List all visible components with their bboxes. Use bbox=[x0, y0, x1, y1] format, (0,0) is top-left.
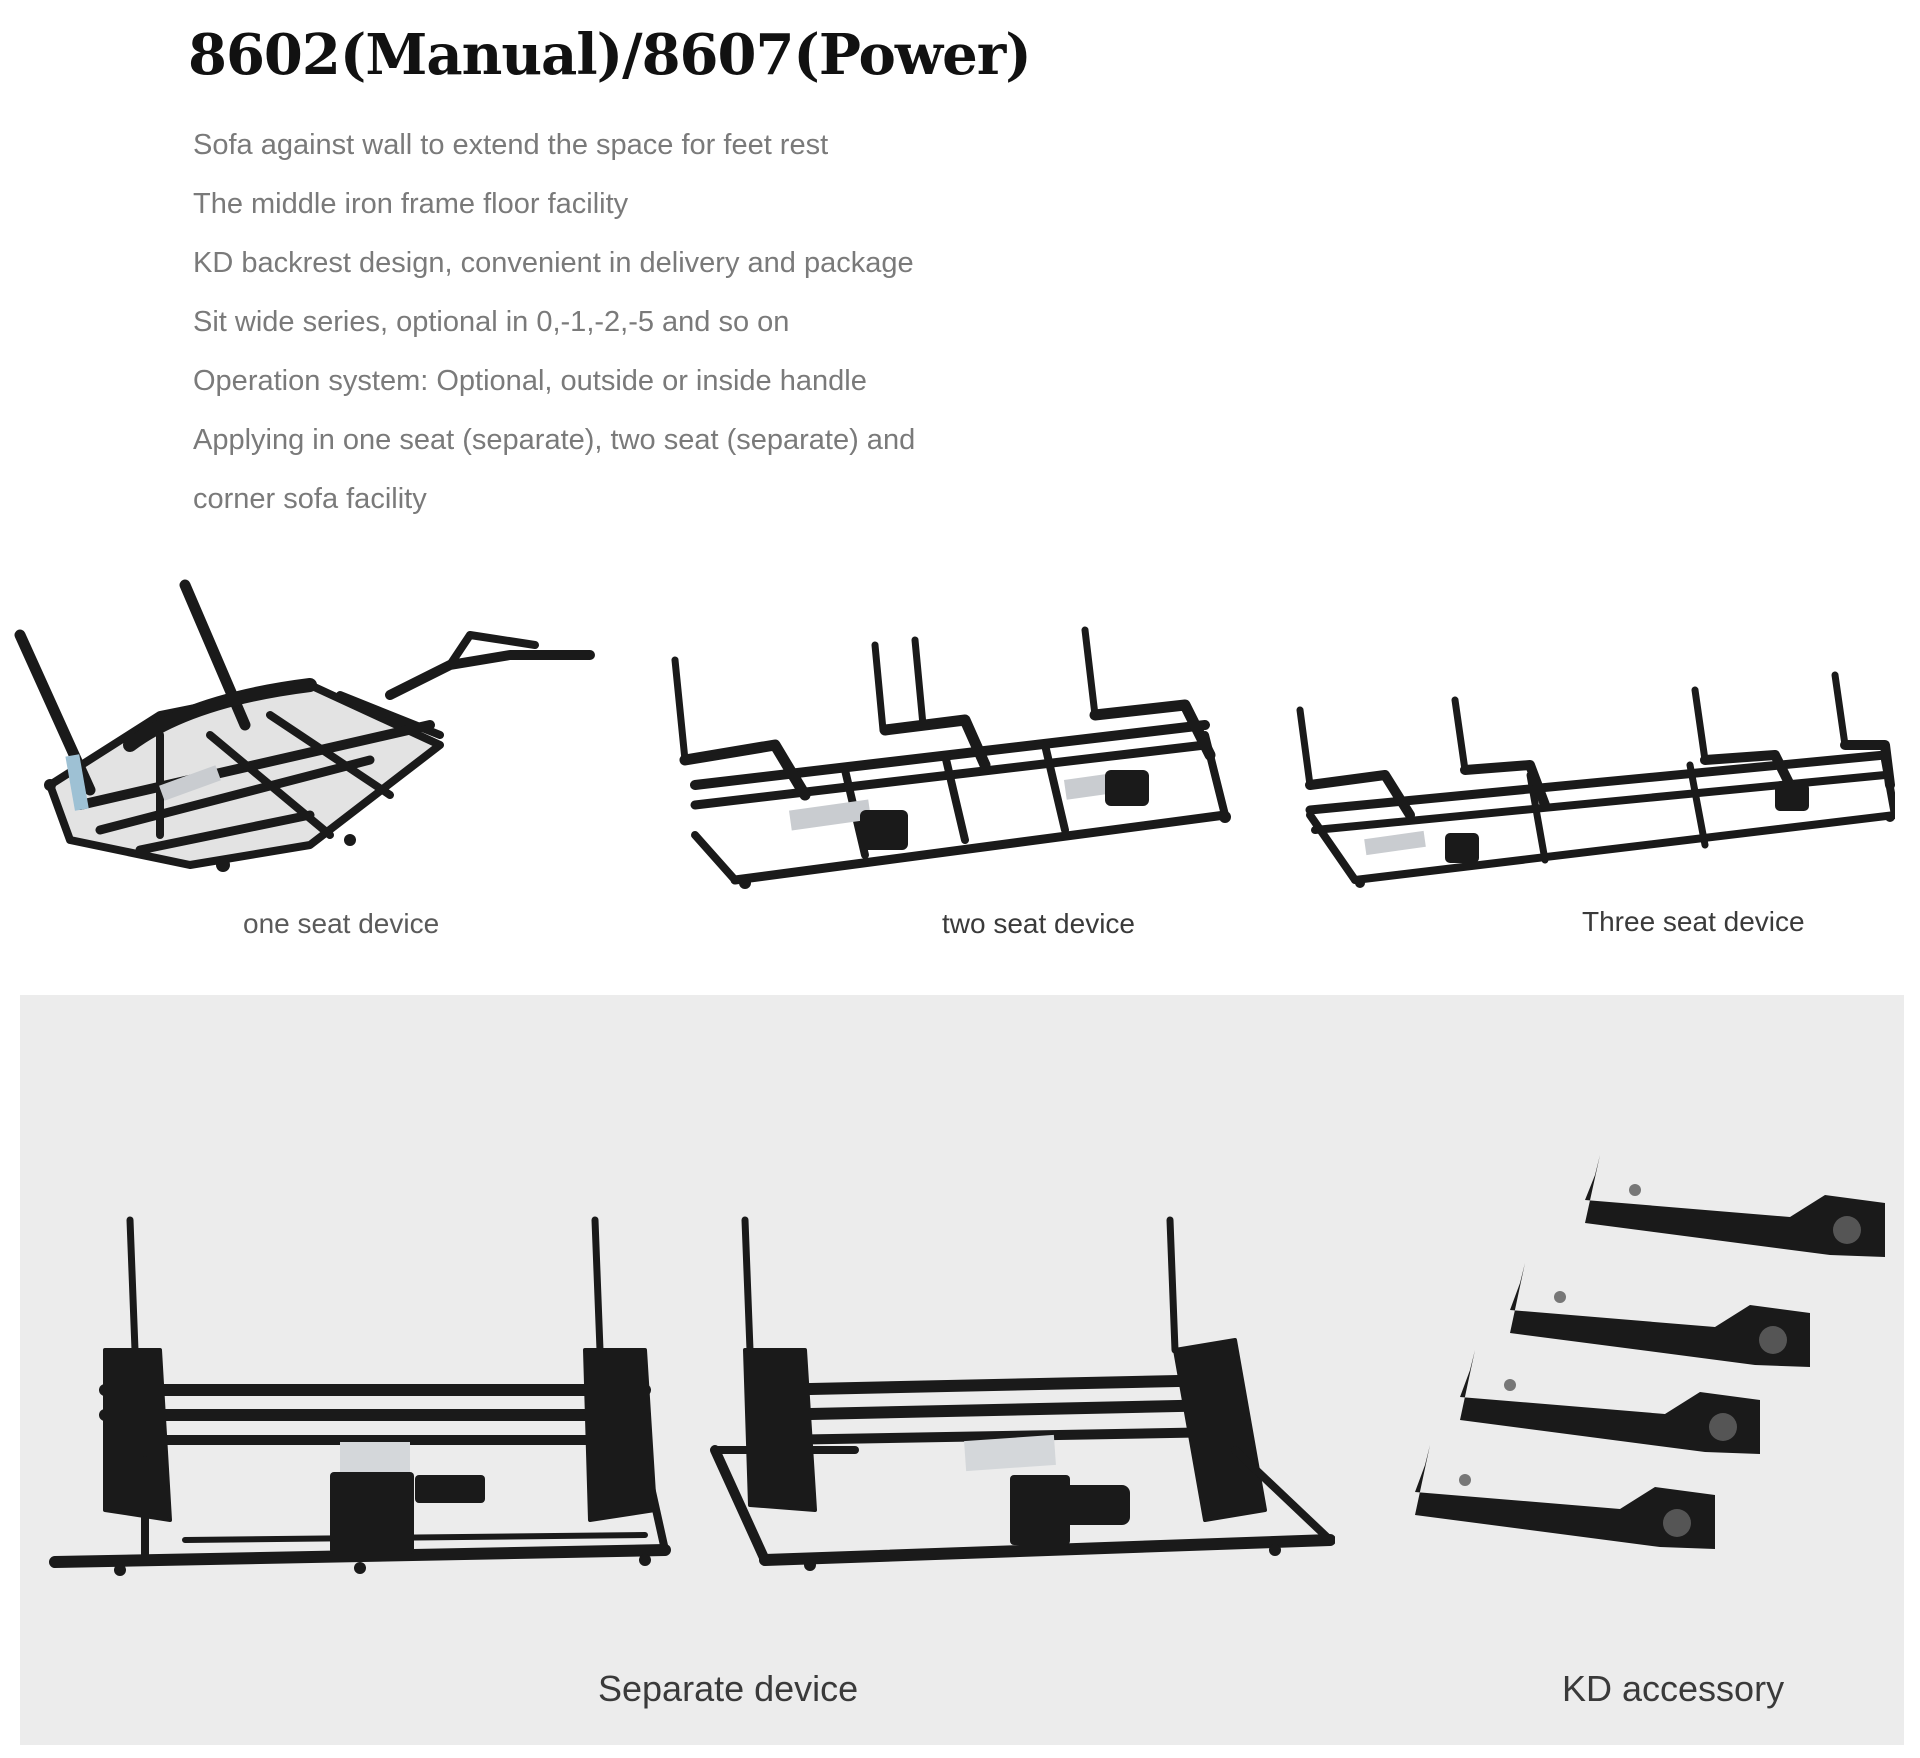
feature-item: Sofa against wall to extend the space fo… bbox=[193, 129, 829, 161]
bottom-panel bbox=[20, 995, 1904, 1745]
feature-item: corner sofa facility bbox=[193, 483, 427, 515]
separate-device-caption: Separate device bbox=[598, 1668, 859, 1709]
feature-item: The middle iron frame floor facility bbox=[193, 188, 629, 220]
three-seat-device-image bbox=[1295, 665, 1895, 890]
page-title: 8602(Manual)/8607(Power) bbox=[188, 22, 1032, 88]
feature-list: Sofa against wall to extend the space fo… bbox=[193, 116, 1013, 529]
feature-item: Sit wide series, optional in 0,-1,-2,-5 … bbox=[193, 306, 790, 338]
feature-item: Applying in one seat (separate), two sea… bbox=[193, 424, 916, 456]
one-seat-device-image bbox=[10, 575, 600, 875]
feature-item: Operation system: Optional, outside or i… bbox=[193, 365, 867, 397]
kd-accessory-image bbox=[1385, 1145, 1905, 1585]
kd-accessory-caption: KD accessory bbox=[1562, 1668, 1785, 1709]
separate-device-left-image bbox=[45, 1210, 675, 1580]
two-seat-caption: two seat device bbox=[942, 908, 1135, 939]
feature-item: KD backrest design, convenient in delive… bbox=[193, 247, 914, 279]
separate-device-right-image bbox=[705, 1210, 1335, 1580]
three-seat-caption: Three seat device bbox=[1582, 906, 1805, 937]
one-seat-caption: one seat device bbox=[243, 908, 440, 939]
two-seat-device-image bbox=[665, 625, 1255, 895]
